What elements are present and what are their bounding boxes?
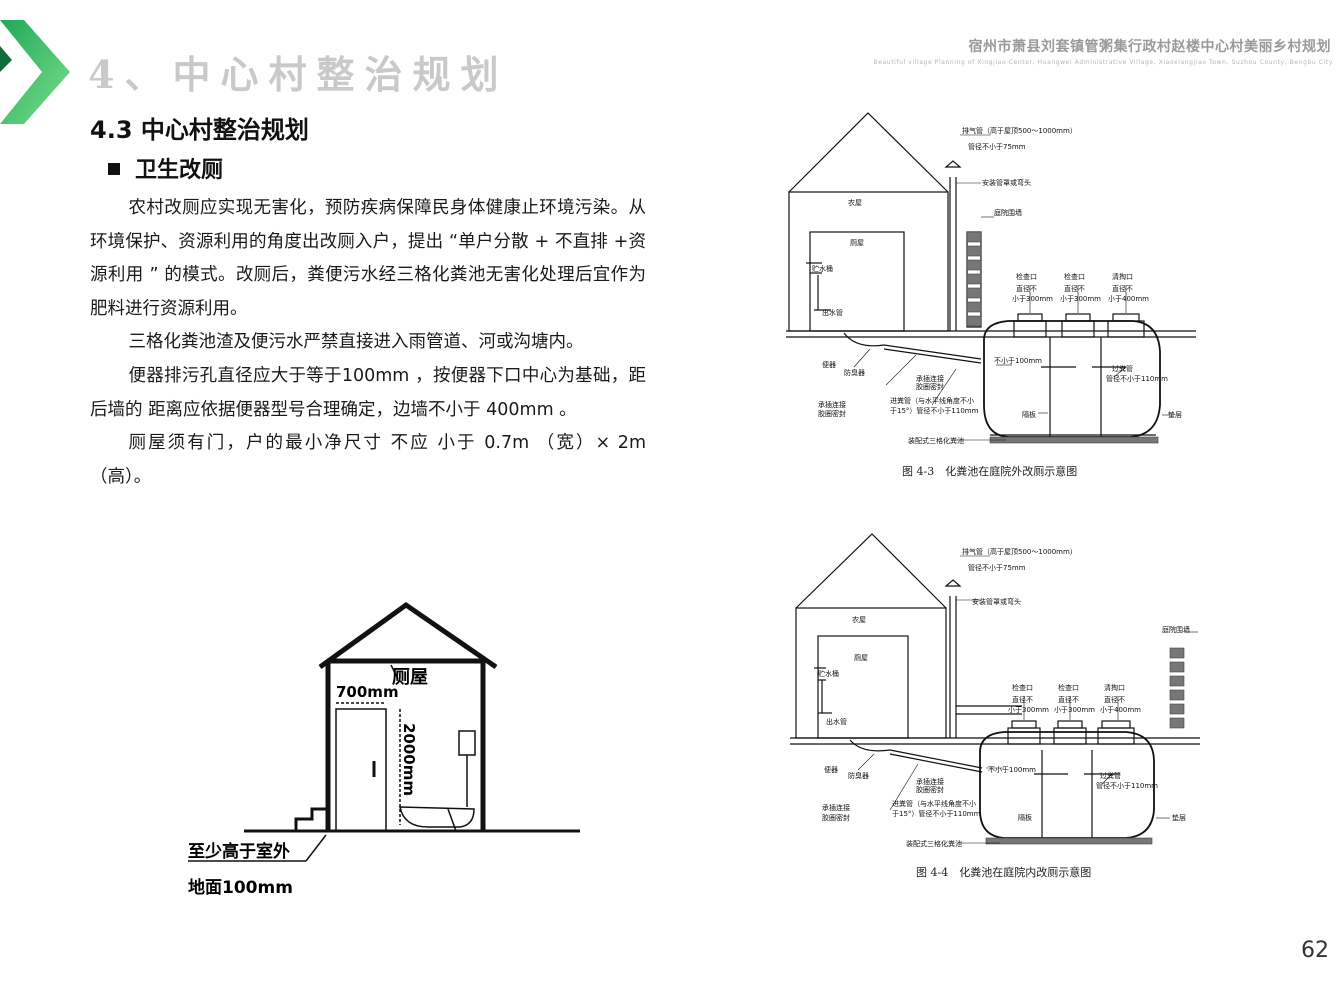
feed-pipe-label2: 于15°）管径不小于110mm	[890, 406, 979, 415]
inspect2-dia2: 小于300mm	[1054, 705, 1095, 714]
pan-label: 便器	[822, 360, 836, 369]
inspect1-dia: 直径不	[1012, 695, 1033, 704]
pass-dia-label: 管径不小于110mm	[1106, 374, 1168, 383]
seal-b-label2: 胶圈密封	[916, 785, 944, 794]
feed-pipe-label2: 于15°）管径不小于110mm	[892, 809, 981, 818]
report-subtitle: Beautiful village Planning of Xingjiao C…	[873, 59, 1333, 66]
assembly-label: 装配式三格化粪池	[906, 839, 962, 848]
seal-b-label: 承插连接	[916, 374, 944, 383]
clean-label: 清掏口	[1104, 683, 1125, 692]
inspect2-dia: 直径不	[1058, 695, 1079, 704]
water-tank-label: 贮水桶	[818, 669, 839, 678]
section-title: 4、中心村整治规划	[88, 52, 509, 97]
feed-pipe-label: 进粪管（与水平线角度不小	[892, 799, 976, 808]
paragraph: 便器排污孔直径应大于等于100mm ，按便器下口中心为基础，距后墙的 距离应依据…	[90, 365, 646, 420]
toilet-room-label: 厕屋	[392, 667, 428, 688]
toilet-room-label: 厕屋	[854, 654, 868, 662]
outlet-label: 出水管	[822, 308, 843, 317]
partition-label: 隔板	[1022, 410, 1036, 419]
seal-a-label2: 胶圈密封	[818, 409, 846, 418]
paragraph: 厕屋须有门，户的最小净尺寸 不应 小于 0.7m （宽）× 2m （高）。	[90, 433, 646, 487]
clean-dia: 直径不	[1112, 284, 1133, 293]
inspect1-dia2: 小于300mm	[1012, 294, 1053, 303]
subheading-text: 卫生改厕	[135, 158, 224, 183]
inspect1-label: 检查口	[1016, 272, 1037, 281]
septic-diagram-bottom: 排气管（高于屋顶500～1000mm） 管径不小于75mm 安装管罩或弯头 庭院…	[790, 533, 1200, 848]
septic-diagram-top: 排气管（高于屋顶500～1000mm） 管径不小于75mm 安装管罩或弯头 庭院…	[786, 112, 1196, 445]
feed-pipe-label: 进粪管（与水平线角度不小	[890, 396, 974, 405]
base-label: 垫层	[1168, 410, 1182, 419]
septic-figure-top: 排气管（高于屋顶500～1000mm） 管径不小于75mm 安装管罩或弯头 庭院…	[786, 105, 1206, 485]
seal-b-label2: 胶圈密封	[916, 382, 944, 391]
vent-cap-label: 安装管罩或弯头	[972, 597, 1021, 606]
clean-dia2: 小于400mm	[1108, 294, 1149, 303]
inspect1-dia2: 小于300mm	[1008, 705, 1049, 714]
body-text: 农村改厕应实现无害化，预防疾病保障民身体健康止环境污染。从环境保护、资源利用的角…	[90, 192, 646, 494]
min100-label: 不小于100mm	[994, 356, 1042, 365]
vent-label: 排气管（高于屋顶500～1000mm）	[962, 547, 1077, 556]
clean-dia: 直径不	[1104, 695, 1125, 704]
pass-pipe-label: 过粪管	[1112, 364, 1133, 373]
door-height-label: 2000mm	[400, 723, 418, 796]
farmhouse-label: 农屋	[848, 198, 862, 207]
base-label: 垫层	[1172, 813, 1186, 822]
wall-label: 庭院围墙	[994, 208, 1022, 217]
content-heading: 4.3 中心村整治规划	[90, 116, 309, 144]
vent-label: 排气管（高于屋顶500～1000mm）	[962, 126, 1077, 135]
min100-label: 不小于100mm	[988, 765, 1036, 774]
inspect1-label: 检查口	[1012, 683, 1033, 692]
pass-pipe-label: 过粪管	[1100, 771, 1121, 780]
clean-label: 清掏口	[1112, 272, 1133, 281]
inspect1-dia: 直径不	[1016, 284, 1037, 293]
paragraph: 农村改厕应实现无害化，预防疾病保障民身体健康止环境污染。从环境保护、资源利用的角…	[90, 198, 646, 319]
content-subheading: 卫生改厕	[108, 152, 223, 184]
septic-figure-bottom: 排气管（高于屋顶500～1000mm） 管径不小于75mm 安装管罩或弯头 庭院…	[790, 528, 1210, 888]
odor-label: 防臭器	[848, 771, 869, 780]
pan-label: 便器	[824, 765, 838, 774]
elevation-note-line2: 地面100mm	[188, 877, 293, 898]
partition-label: 隔板	[1018, 813, 1032, 822]
vent-cap-label: 安装管罩或弯头	[982, 178, 1031, 187]
report-title: 宿州市萧县刘套镇管粥集行政村赵楼中心村美丽乡村规划	[968, 39, 1331, 55]
inspect2-label: 检查口	[1064, 272, 1085, 281]
clean-dia2: 小于400mm	[1100, 705, 1141, 714]
elevation-note-line1: 至少高于室外	[188, 841, 290, 862]
inspect2-dia2: 小于300mm	[1060, 294, 1101, 303]
inspect2-label: 检查口	[1058, 683, 1079, 692]
water-tank-label: 贮水桶	[812, 264, 833, 273]
seal-a-label2: 胶圈密封	[822, 813, 850, 822]
page-number: 62	[1301, 938, 1329, 963]
chevron-logo-icon	[0, 20, 70, 124]
assembly-label: 装配式三格化粪池	[908, 436, 964, 445]
pass-dia-label: 管径不小于110mm	[1096, 781, 1158, 790]
seal-a-label: 承插连接	[822, 803, 850, 812]
outlet-label: 出水管	[826, 717, 847, 726]
inspect2-dia: 直径不	[1064, 284, 1085, 293]
odor-label: 防臭器	[844, 368, 865, 377]
door-width-label: 700mm	[336, 683, 399, 701]
figure-caption: 图 4-4 化粪池在庭院内改厕示意图	[916, 866, 1092, 879]
farmhouse-label: 农屋	[852, 615, 866, 624]
seal-b-label: 承插连接	[916, 777, 944, 786]
vent-dia-label: 管径不小于75mm	[968, 563, 1026, 572]
paragraph: 三格化粪池渣及便污水严禁直接进入雨管道、河或沟塘内。	[128, 332, 584, 353]
vent-dia-label: 管径不小于75mm	[968, 142, 1026, 151]
figure-caption: 图 4-3 化粪池在庭院外改厕示意图	[902, 465, 1078, 478]
bullet-square-icon	[108, 163, 120, 175]
wall-label: 庭院围墙	[1162, 625, 1190, 634]
toilet-room-label: 厕屋	[850, 239, 864, 247]
toilet-section-diagram: 厕屋 700mm 2000mm 至少高于室外 地面100mm	[188, 601, 580, 898]
seal-a-label: 承插连接	[818, 400, 846, 409]
